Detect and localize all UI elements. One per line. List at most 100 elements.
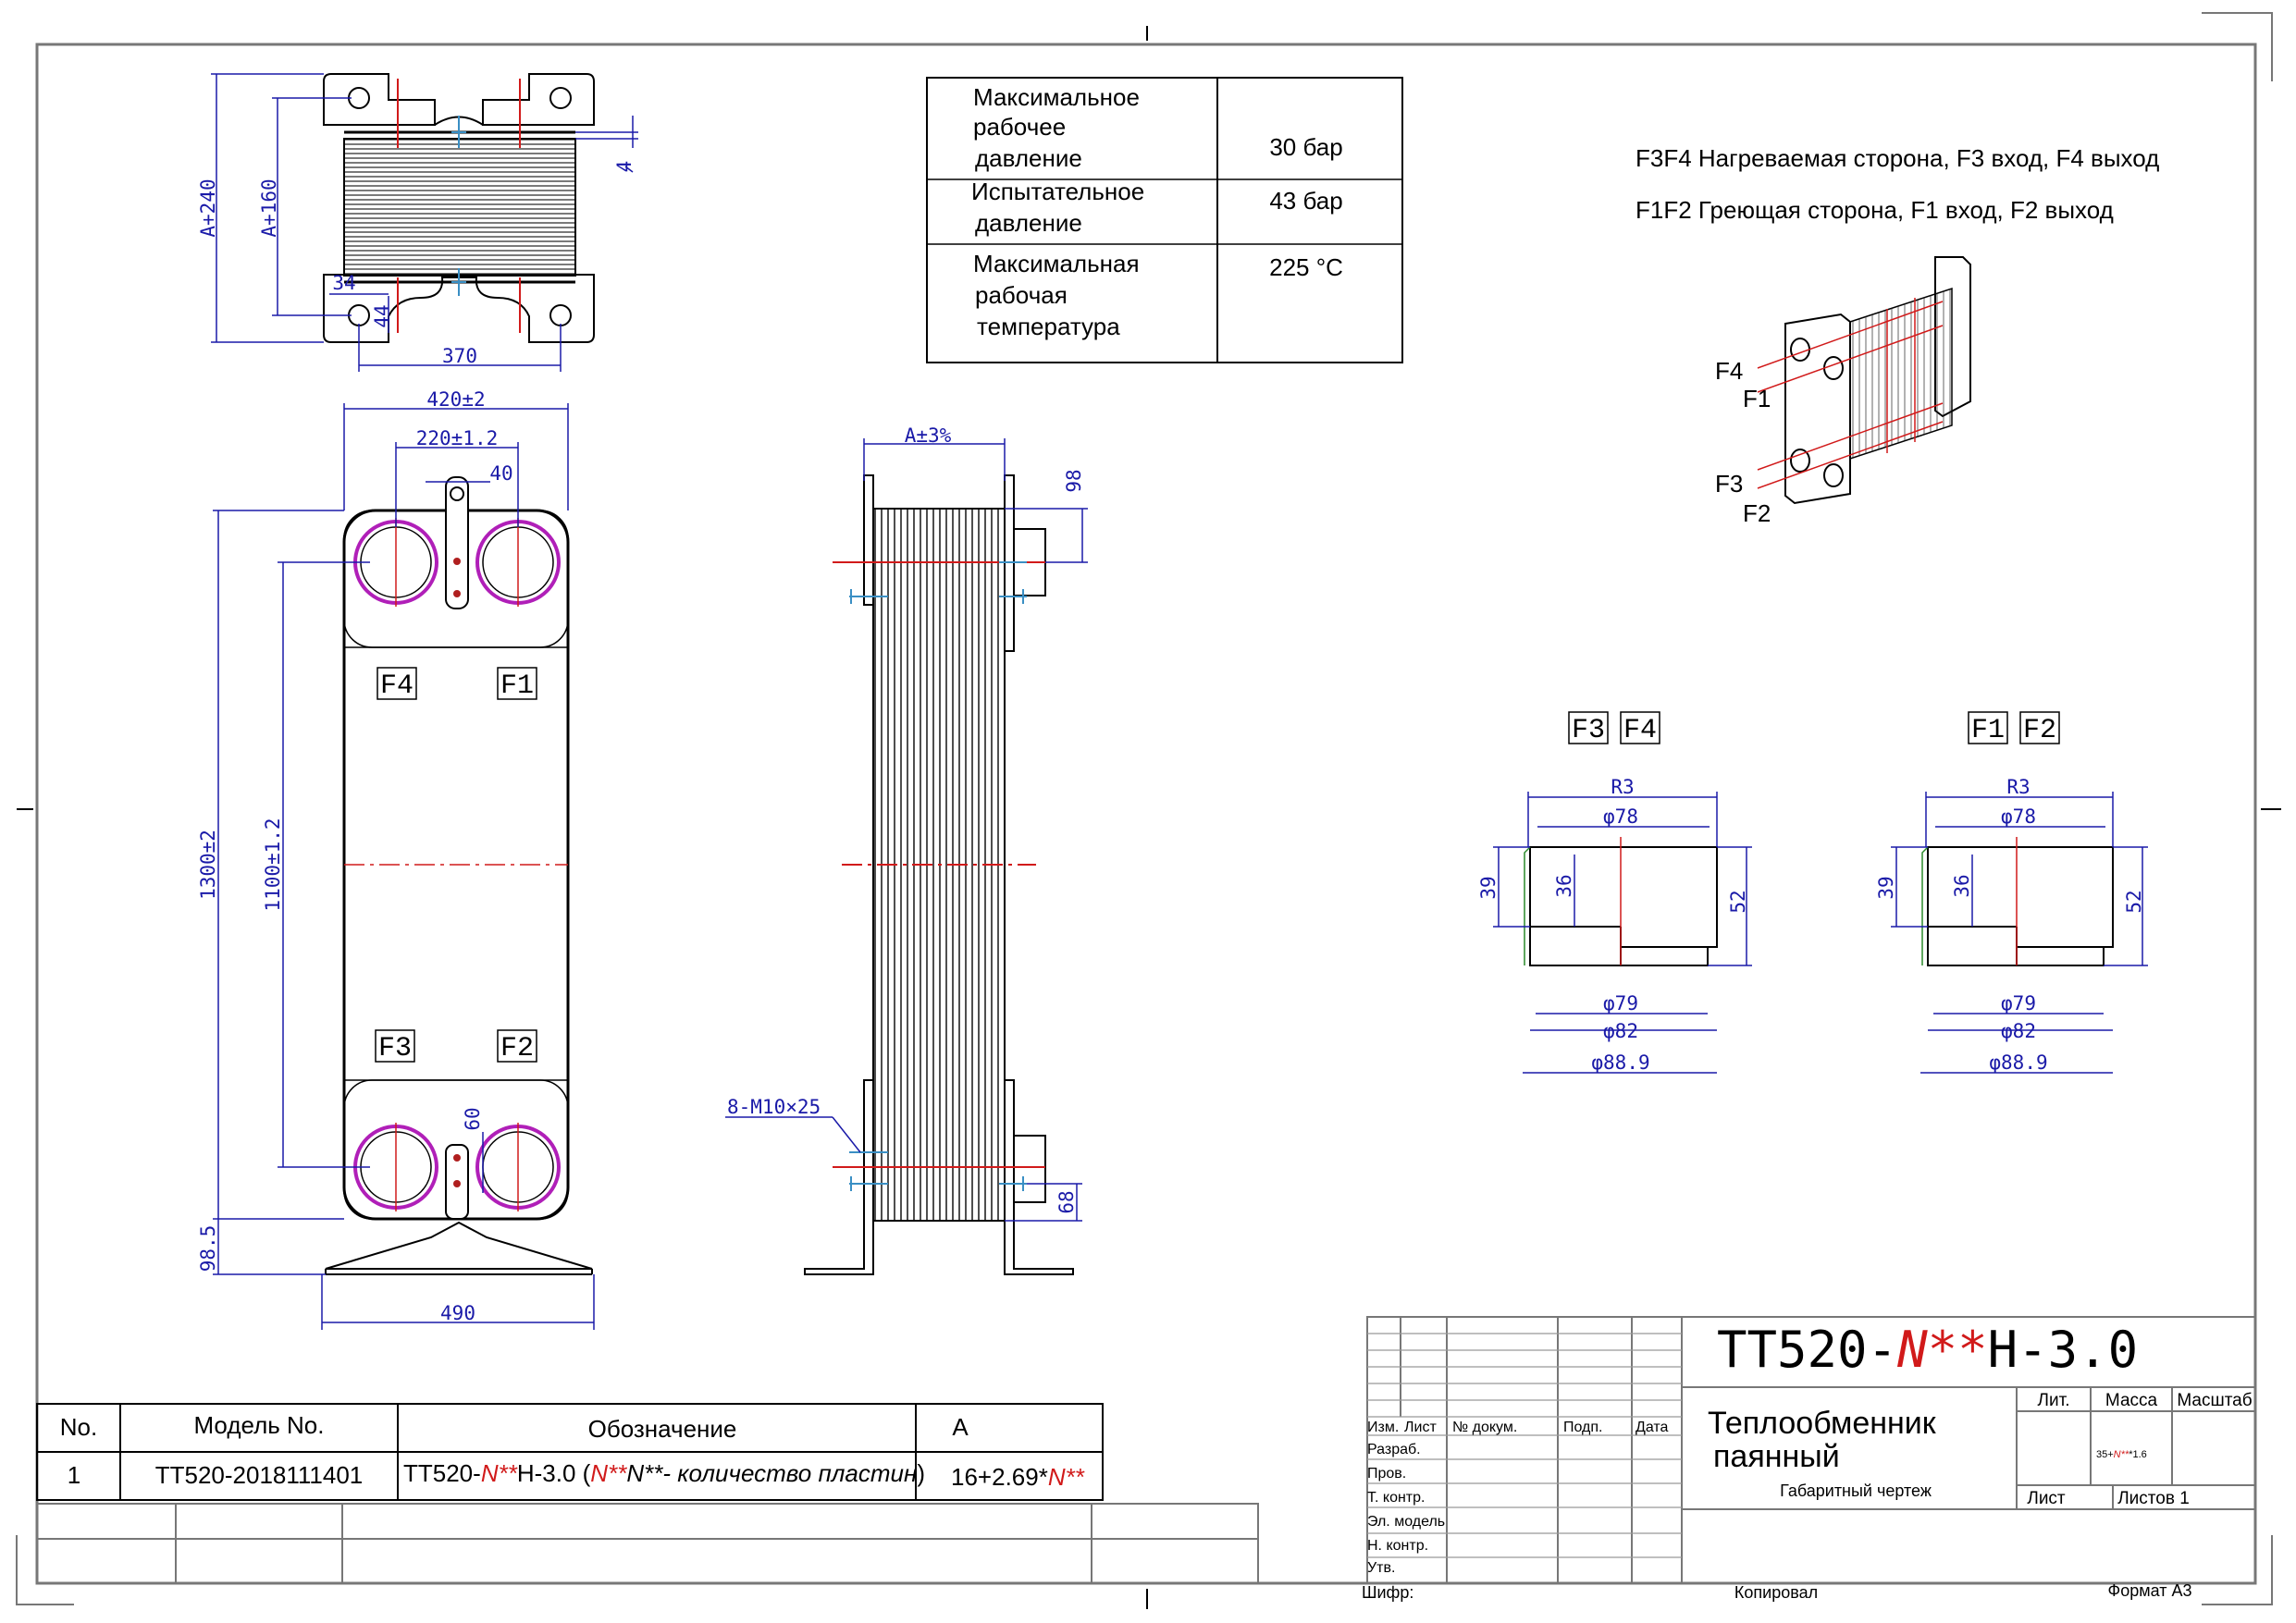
detail-2-port-a: F1 (1971, 715, 2005, 746)
model-header-no: No. (60, 1413, 97, 1441)
dim-34: 34 (332, 272, 355, 294)
detail-2-r3: R3 (2006, 776, 2030, 798)
dim-370: 370 (442, 345, 477, 367)
model-row-a: 16+2.69*N** (951, 1463, 1085, 1491)
spec-row-1-line-1: Максимальное (973, 83, 1140, 111)
detail-2-36: 36 (1951, 874, 1973, 897)
spec-row-2-line-1: Испытательное (971, 178, 1144, 205)
dim-44: 44 (371, 304, 393, 327)
bolt-note: 8-M10×25 (727, 1096, 821, 1118)
model-header-designation: Обозначение (588, 1415, 737, 1443)
front-port-f1-label: F1 (500, 670, 534, 702)
product-name-line-2: паянный (1713, 1439, 1840, 1474)
detail-1-52: 52 (1727, 890, 1749, 913)
detail-f1-f2: F1 F2 R3 φ78 39 36 52 φ79 (1875, 711, 2148, 1074)
spec-row-2-value: 43 бар (1269, 187, 1342, 215)
iso-label-f3: F3 (1715, 470, 1743, 498)
tb-sheet: Лист (2027, 1489, 2066, 1508)
tb-lit: Лит. (2038, 1391, 2070, 1410)
dim-4: 4 (613, 161, 636, 173)
dim-1100: 1100±1.2 (262, 818, 284, 911)
front-port-f4-label: F4 (380, 670, 414, 702)
detail-2-52: 52 (2123, 890, 2145, 913)
tb-col-sign: Подп. (1563, 1420, 1603, 1435)
detail-2-port-b: F2 (2023, 715, 2056, 746)
iso-label-f1: F1 (1743, 385, 1771, 412)
dim-40: 40 (489, 462, 512, 485)
tb-row-elmodel: Эл. модель (1367, 1514, 1445, 1530)
legend: F3F4 Нагреваемая сторона, F3 вход, F4 вы… (1636, 144, 2159, 224)
front-view: F4 F1 F3 F2 420±2 (197, 388, 595, 1330)
dim-a-3pct: A±3% (905, 424, 952, 447)
isometric-view: F4 F1 F3 F2 (1715, 256, 1971, 527)
dim-1300: 1300±2 (197, 830, 219, 900)
model-row-model: TT520-2018111401 (155, 1461, 364, 1489)
iso-label-f4: F4 (1715, 357, 1743, 385)
tb-scale: Масштаб (2177, 1391, 2252, 1410)
spec-row-1-line-2: рабочее (973, 113, 1066, 141)
title-block: TT520-N**H-3.0 Изм. Лист № докум. Подп. … (1362, 1316, 2256, 1602)
top-view: A+240 A+160 34 44 370 4 (197, 73, 638, 372)
detail-f3-f4: F3 F4 R3 φ78 39 36 52 φ79 (1477, 711, 1752, 1074)
drawing-code: TT520-N**H-3.0 (1717, 1321, 2138, 1379)
legend-heating-side: F1F2 Греющая сторона, F1 вход, F2 выход (1636, 196, 2114, 224)
dim-a-160: A+160 (258, 178, 280, 237)
detail-1-port-a: F3 (1572, 715, 1605, 746)
tb-row-nkontr: Н. контр. (1367, 1538, 1428, 1554)
spec-table: Максимальное рабочее давление 30 бар Исп… (926, 77, 1403, 363)
tb-col-izm: Изм. (1367, 1420, 1399, 1435)
tb-copied: Копировал (1734, 1583, 1818, 1602)
tb-row-razrab: Разраб. (1367, 1442, 1421, 1457)
detail-2-d88-9: φ88.9 (1989, 1051, 2047, 1074)
iso-label-f2: F2 (1743, 499, 1771, 527)
front-port-f2-label: F2 (500, 1033, 534, 1064)
tb-row-utv: Утв. (1367, 1560, 1395, 1576)
spec-row-3-line-2: рабочая (975, 281, 1068, 309)
model-header-model: Модель No. (193, 1411, 324, 1439)
side-view: A±3% 98 68 8-M10×25 (725, 424, 1088, 1275)
detail-1-d82: φ82 (1603, 1020, 1638, 1042)
legend-heated-side: F3F4 Нагреваемая сторона, F3 вход, F4 вы… (1636, 144, 2159, 172)
designation-note: N**- количество пластин (626, 1459, 917, 1487)
detail-2-d79: φ79 (2001, 992, 2036, 1014)
tb-col-doc: № докум. (1452, 1420, 1517, 1435)
model-table: No. Модель No. Обозначение A 1 TT520-201… (36, 1403, 1259, 1584)
spec-row-2-line-2: давление (975, 209, 1082, 237)
tb-sheets: Листов 1 (2117, 1489, 2190, 1508)
dim-420: 420±2 (426, 388, 485, 411)
tb-row-prov: Пров. (1367, 1466, 1406, 1482)
front-port-f3-label: F3 (378, 1033, 412, 1064)
tb-format: Формат A3 (2108, 1581, 2192, 1600)
spec-row-3-value: 225 °C (1269, 253, 1343, 281)
dim-490: 490 (440, 1302, 475, 1324)
detail-1-d78: φ78 (1603, 805, 1638, 828)
detail-2-d78: φ78 (2001, 805, 2036, 828)
dim-98: 98 (1063, 469, 1085, 492)
spec-row-1-line-3: давление (975, 144, 1082, 172)
detail-1-r3: R3 (1611, 776, 1634, 798)
detail-2-d82: φ82 (2001, 1020, 2036, 1042)
drawing-subtitle: Габаритный чертеж (1780, 1482, 1932, 1500)
tb-mass: Масса (2105, 1391, 2158, 1410)
tb-mass-value: 35+N***1.6 (2096, 1449, 2147, 1460)
detail-2-39: 39 (1875, 876, 1897, 899)
spec-row-3-line-1: Максимальная (973, 250, 1140, 277)
tb-col-date: Дата (1636, 1420, 1669, 1435)
tb-col-list: Лист (1404, 1420, 1437, 1435)
detail-1-36: 36 (1553, 874, 1575, 897)
model-row-designation: TT520-N**H-3.0 (N**N**- количество пласт… (403, 1459, 925, 1487)
spec-row-3-line-3: температура (977, 313, 1120, 340)
dim-a-240: A+240 (197, 178, 219, 237)
model-row-no: 1 (68, 1461, 80, 1489)
detail-1-d88-9: φ88.9 (1591, 1051, 1649, 1074)
spec-row-1-value: 30 бар (1269, 133, 1342, 161)
tb-row-tkontr: Т. контр. (1367, 1490, 1425, 1506)
detail-1-d79: φ79 (1603, 992, 1638, 1014)
detail-1-39: 39 (1477, 876, 1500, 899)
dim-220: 220±1.2 (416, 427, 499, 449)
dim-98-5: 98.5 (197, 1225, 219, 1273)
tb-cipher: Шифр: (1362, 1583, 1413, 1602)
model-header-a: A (952, 1413, 969, 1441)
dim-68: 68 (1055, 1190, 1078, 1213)
